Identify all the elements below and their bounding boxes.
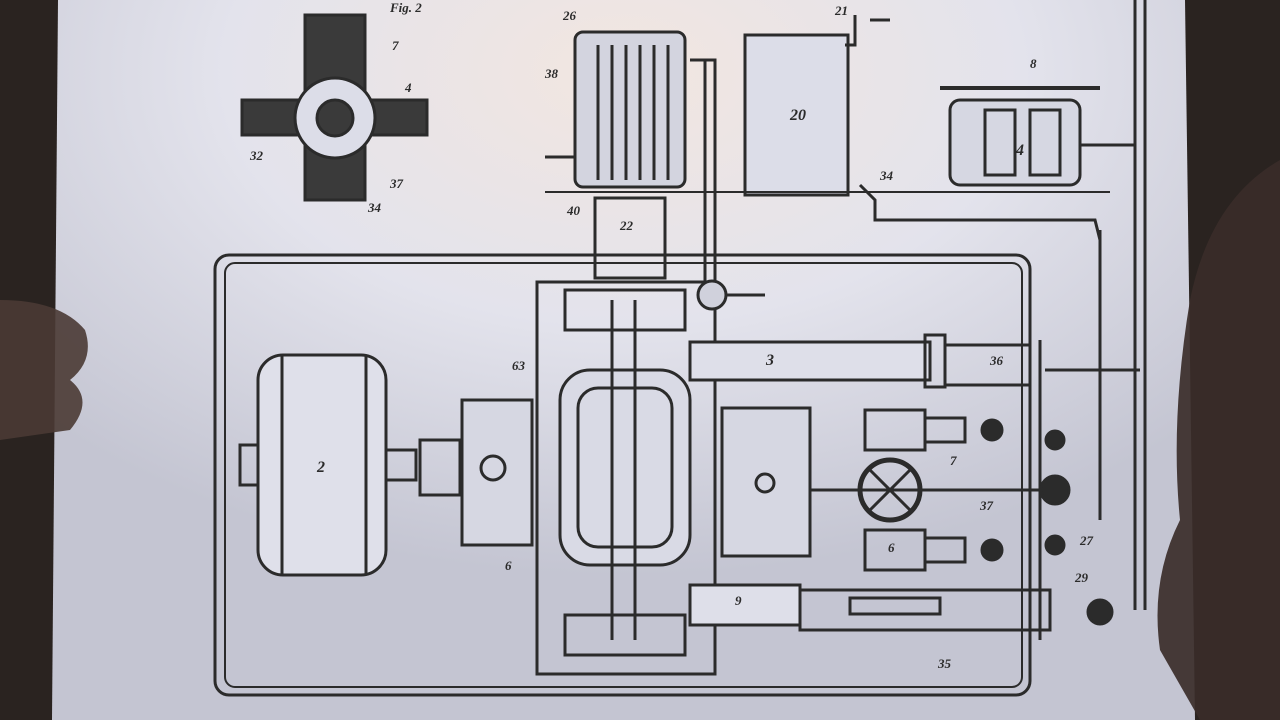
label-7: 7 [950,453,957,468]
label-35: 35 [937,656,952,671]
label-20: 20 [789,107,806,124]
drawing-lines [213,0,1147,697]
label-26: 26 [562,8,577,23]
label-37: 37 [979,498,994,513]
label-22: 22 [619,218,634,233]
label-34: 34 [879,168,894,183]
label-29: 29 [1074,570,1089,585]
label-7-small: 7 [392,38,399,53]
label-32-small: 32 [249,148,264,163]
label-9: 9 [735,593,742,608]
fig-label: Fig. 2 [389,0,422,15]
label-40: 40 [566,203,581,218]
label-27: 27 [1079,533,1094,548]
label-21: 21 [834,3,848,18]
left-hand [0,300,88,440]
label-63: 63 [512,358,526,373]
label-36: 36 [989,353,1004,368]
label-6: 6 [888,540,895,555]
label-3: 3 [765,352,774,369]
label-34-small: 34 [367,200,382,215]
label-4-small: 4 [404,80,412,95]
label-6-center: 6 [505,558,512,573]
label-38: 38 [544,66,559,81]
label-8: 8 [1030,56,1037,71]
right-hand [1157,160,1280,720]
label-2: 2 [316,459,325,476]
label-4: 4 [1015,142,1024,159]
label-37-small: 37 [389,176,404,191]
